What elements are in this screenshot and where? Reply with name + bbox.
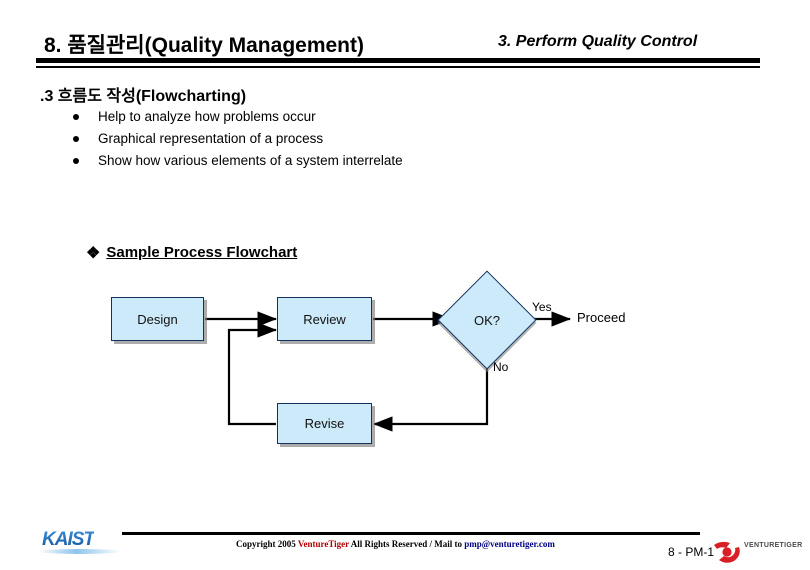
flow-node-revise-label: Revise (304, 416, 345, 431)
page-title: 8. 품질관리(Quality Management) (44, 34, 364, 57)
footer-copyright-middle: All Rights Reserved / Mail to (349, 539, 465, 549)
footer-divider (122, 532, 700, 535)
list-item-label: Show how various elements of a system in… (98, 153, 403, 168)
subsection-title: .3 흐름도 작성(Flowcharting) (40, 88, 247, 105)
footer-brand: VentureTiger (297, 539, 350, 549)
bullet-dot-icon (73, 158, 79, 164)
venturetiger-logo-mark (714, 541, 740, 563)
list-item: Graphical representation of a process (68, 128, 403, 150)
list-item: Help to analyze how problems occur (68, 106, 403, 128)
kaist-logo-text: KAIST (42, 529, 95, 550)
header-divider-thick (36, 58, 760, 63)
list-item-label: Help to analyze how problems occur (98, 109, 316, 124)
list-item-label: Graphical representation of a process (98, 131, 324, 146)
kaist-logo-swoosh (38, 549, 122, 554)
edge-label-yes: Yes (532, 300, 552, 314)
flow-node-design[interactable]: Design (111, 297, 204, 341)
sample-process-heading-label: Sample Process Flowchart (106, 244, 298, 261)
flow-node-review[interactable]: Review (277, 297, 372, 341)
sample-process-heading: ❖ Sample Process Flowchart (86, 243, 297, 263)
bullet-dot-icon (73, 136, 79, 142)
footer-copyright-prefix: Copyright 2005 (236, 539, 298, 549)
section-title: 3. Perform Quality Control (498, 33, 698, 50)
flow-node-design-label: Design (137, 311, 178, 327)
diamond-bullet-icon: ❖ (86, 245, 101, 262)
flow-node-ok-decision[interactable]: OK? (437, 270, 537, 370)
flow-terminal-proceed: Proceed (577, 310, 626, 325)
kaist-logo: KAIST (38, 528, 124, 554)
bullet-list: Help to analyze how problems occur Graph… (68, 106, 403, 172)
bullet-dot-icon (73, 114, 79, 120)
header-divider-thin (36, 66, 760, 68)
page-number: 8 - PM-1 (668, 545, 715, 559)
edge-label-no: No (493, 360, 509, 374)
footer-email-link[interactable]: pmp@venturetiger.com (464, 539, 555, 549)
flow-node-revise[interactable]: Revise (277, 403, 372, 444)
venturetiger-logo: VENTURETIGER (712, 538, 802, 566)
footer-copyright: Copyright 2005 VentureTiger All Rights R… (236, 539, 555, 549)
flow-node-ok-label: OK? (473, 312, 500, 328)
flow-node-review-label: Review (303, 311, 346, 327)
list-item: Show how various elements of a system in… (68, 150, 403, 172)
venturetiger-logo-text: VENTURETIGER (744, 542, 803, 549)
